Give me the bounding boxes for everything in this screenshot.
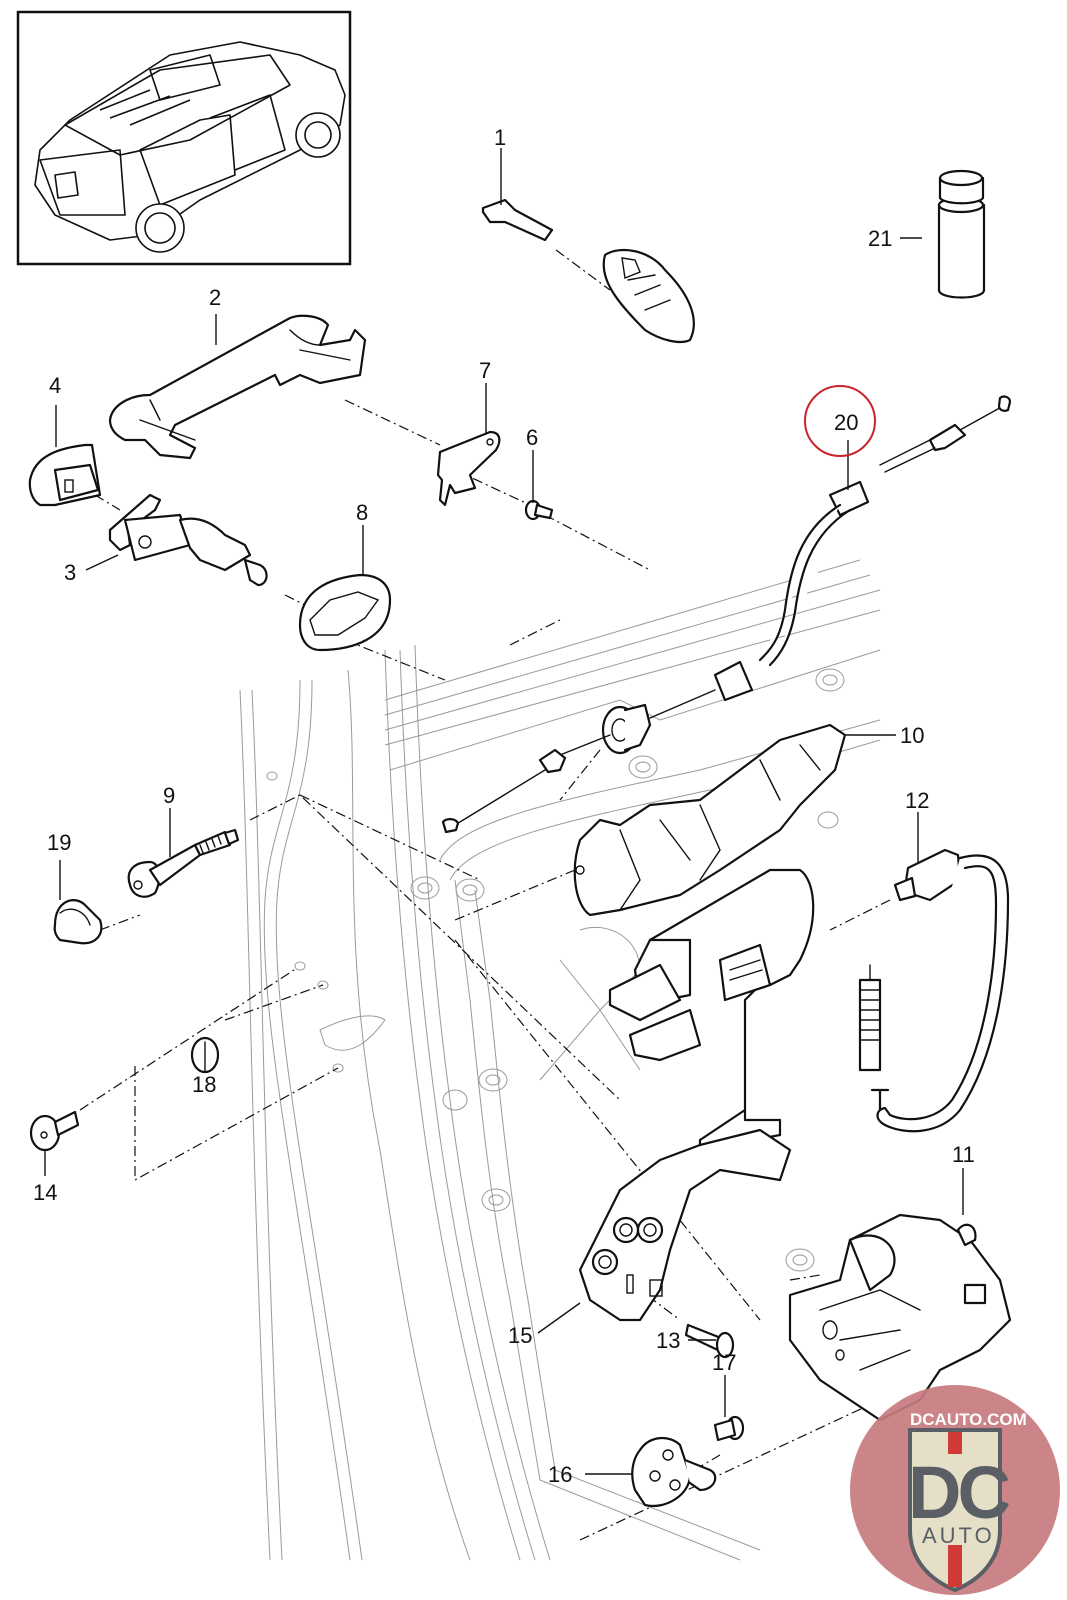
callout-2[interactable]: 2 <box>209 285 221 310</box>
callout-19[interactable]: 19 <box>47 830 71 855</box>
callout-9[interactable]: 9 <box>163 783 175 808</box>
logo-top-text: DCAUTO.COM <box>910 1410 1027 1429</box>
part-carrier-bracket <box>608 868 815 1152</box>
suv-icon <box>34 41 346 253</box>
door-panel-outline <box>239 559 881 1561</box>
part-screw-14 <box>29 1110 80 1152</box>
callout-4[interactable]: 4 <box>49 373 61 398</box>
part-connector-12 <box>858 848 1010 1133</box>
part-end-cap <box>28 443 102 507</box>
logo-main-text: DC <box>908 1451 1009 1534</box>
assembly-lines <box>79 399 891 1541</box>
part-screw-17 <box>713 1415 745 1442</box>
callout-6[interactable]: 6 <box>526 425 538 450</box>
leader-lines <box>44 148 964 1475</box>
part-gasket <box>298 573 392 652</box>
part-plug-18 <box>190 1036 220 1074</box>
callout-20[interactable]: 20 <box>834 410 858 435</box>
callout-13[interactable]: 13 <box>656 1328 680 1353</box>
part-screw-6 <box>524 499 554 521</box>
part-cap-19 <box>53 899 103 945</box>
part-outer-handle <box>108 314 367 460</box>
callout-11[interactable]: 11 <box>952 1142 975 1167</box>
callout-21[interactable]: 21 <box>868 226 892 251</box>
part-screw-13 <box>684 1323 735 1359</box>
callout-15[interactable]: 15 <box>508 1323 532 1348</box>
part-key-blade <box>481 198 611 291</box>
part-adjusting-bolt <box>127 828 240 898</box>
logo-sub-text: AUTO <box>922 1523 995 1548</box>
logo-shield <box>908 1428 1002 1593</box>
callout-8[interactable]: 8 <box>356 500 368 525</box>
callout-12[interactable]: 12 <box>905 788 929 813</box>
part-handle-bracket <box>436 430 501 507</box>
part-lubricant-can <box>937 169 986 299</box>
door-mounting-holes <box>266 668 845 1272</box>
callout-18[interactable]: 18 <box>192 1072 216 1097</box>
part-handle-carrier <box>573 723 847 917</box>
callout-3[interactable]: 3 <box>64 560 76 585</box>
part-key-fob <box>602 248 695 344</box>
logo-stripe-bottom <box>948 1545 962 1587</box>
dcauto-logo: DCAUTO.COM DC AUTO <box>850 1385 1060 1595</box>
part-door-lock <box>788 1213 1012 1422</box>
part-bowden-cable <box>441 395 1012 834</box>
callout-16[interactable]: 16 <box>548 1462 572 1487</box>
highlight-ring <box>804 385 876 457</box>
callout-10[interactable]: 10 <box>900 723 924 748</box>
part-lock-cylinder <box>108 493 268 587</box>
callout-14[interactable]: 14 <box>33 1180 57 1205</box>
callout-7[interactable]: 7 <box>479 358 491 383</box>
part-striker <box>631 1437 717 1508</box>
callout-1[interactable]: 1 <box>494 125 506 150</box>
vehicle-thumbnail <box>16 10 352 266</box>
callout-labels: 1 2 3 4 6 7 8 9 10 11 12 13 14 15 16 17 … <box>33 125 975 1487</box>
callout-17[interactable]: 17 <box>712 1350 736 1375</box>
logo-stripe-top <box>948 1432 962 1454</box>
part-bracket-15 <box>578 1128 792 1322</box>
